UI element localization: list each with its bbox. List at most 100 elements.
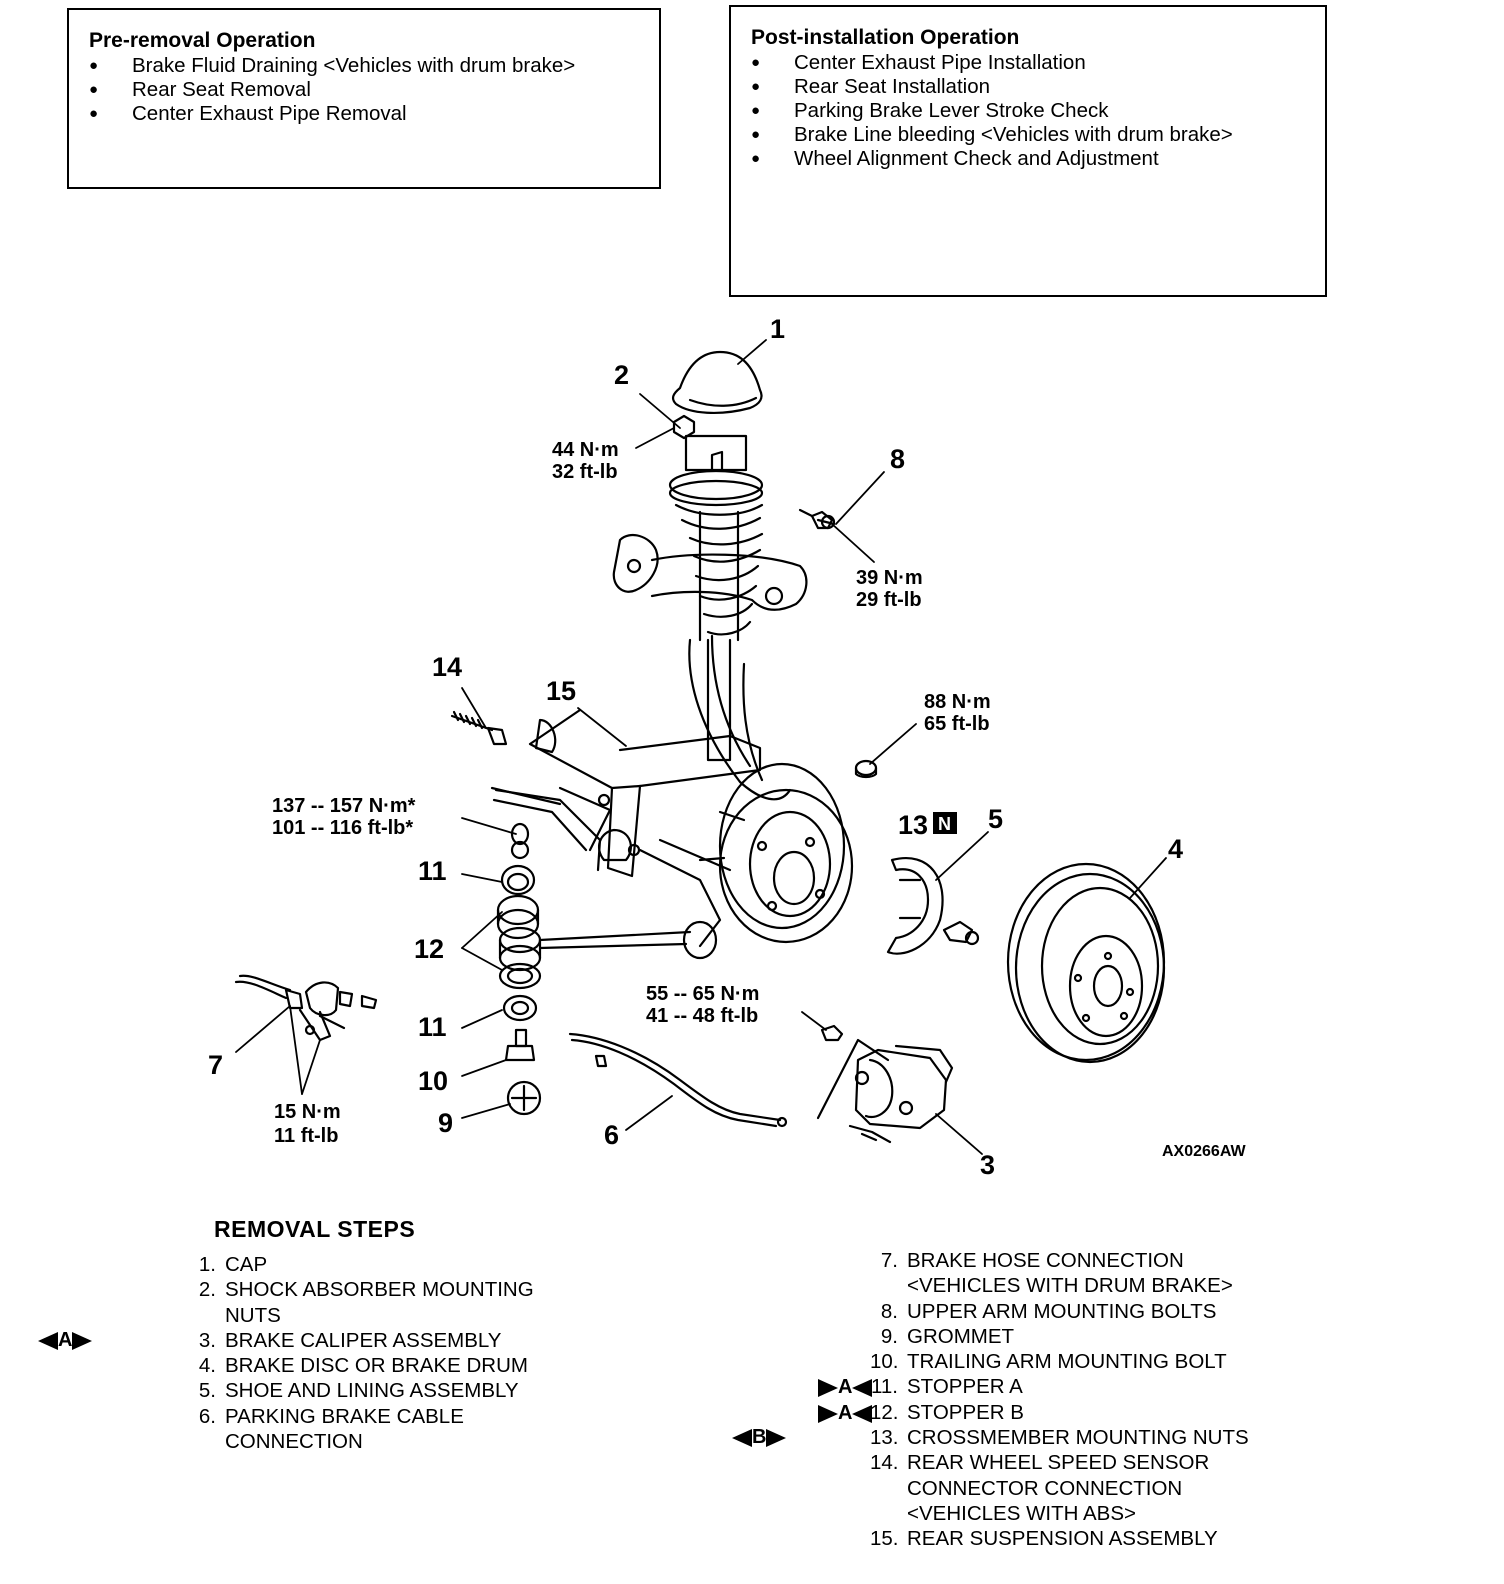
left-arrow-icon <box>732 1428 752 1447</box>
service-marker-letter: A <box>838 1376 853 1398</box>
post-installation-item: Brake Line bleeding <Vehicles with drum … <box>751 123 1325 147</box>
torque-3-ftlb: 41 -- 48 ft-lb <box>646 1005 758 1027</box>
removal-step: 15. REAR SUSPENSION ASSEMBLY <box>870 1526 1249 1551</box>
post-installation-item: Center Exhaust Pipe Installation <box>751 51 1325 75</box>
callout-6: 6 <box>604 1120 619 1150</box>
shock-absorber-spring-part <box>668 434 764 762</box>
torque-2-nm: 44 N·m <box>552 439 619 461</box>
removal-step-text: BRAKE CALIPER ASSEMBLY <box>225 1328 502 1352</box>
upper-arm-bolt-part <box>816 514 836 530</box>
service-marker-letter: B <box>752 1426 767 1448</box>
callout-1: 1 <box>770 314 785 344</box>
removal-step: 2.SHOCK ABSORBER MOUNTING <box>188 1277 534 1302</box>
torque-10-ftlb: 101 -- 116 ft-lb* <box>272 817 413 839</box>
removal-step-text: STOPPER A <box>907 1375 1023 1399</box>
removal-step-text: CONNECTOR CONNECTION <box>907 1476 1183 1500</box>
callout-5: 5 <box>988 804 1003 834</box>
right-arrow-icon <box>766 1428 787 1447</box>
removal-steps-heading: REMOVAL STEPS <box>214 1216 416 1242</box>
brake-caliper-part <box>816 1024 954 1144</box>
removal-step: 8. UPPER ARM MOUNTING BOLTS <box>870 1299 1249 1324</box>
removal-step-continuation: CONNECTION <box>188 1429 534 1454</box>
removal-step: 11.STOPPER A <box>870 1374 1249 1399</box>
wheel-speed-sensor-connector-part <box>450 710 508 746</box>
grommet-part <box>506 1080 542 1116</box>
torque-7-nm: 15 N·m <box>274 1101 341 1123</box>
post-installation-list: Center Exhaust Pipe Installation Rear Se… <box>751 51 1325 171</box>
service-marker-letter: A <box>838 1402 853 1424</box>
removal-step-number: 9. <box>880 1324 898 1348</box>
pre-removal-item: Rear Seat Removal <box>89 78 659 102</box>
removal-step-number: 13. <box>870 1426 899 1450</box>
service-marker-a-step3: A <box>38 1329 93 1352</box>
removal-step: 9. GROMMET <box>870 1324 1249 1349</box>
removal-step: 7. BRAKE HOSE CONNECTION <box>870 1248 1249 1273</box>
pre-removal-box: Pre-removal Operation Brake Fluid Draini… <box>67 8 661 189</box>
removal-step-number: 14. <box>870 1451 899 1475</box>
callout-15: 15 <box>546 676 576 706</box>
post-installation-item: Wheel Alignment Check and Adjustment <box>751 147 1325 171</box>
removal-step-continuation: <VEHICLES WITH ABS> <box>870 1501 1249 1526</box>
new-part-badge: N <box>933 812 957 834</box>
torque-2-ftlb: 32 ft-lb <box>552 461 618 483</box>
callout-11-lower: 11 <box>418 1012 447 1042</box>
removal-step-text: GROMMET <box>907 1324 1015 1348</box>
post-installation-item: Rear Seat Installation <box>751 75 1325 99</box>
brake-hose-part <box>234 974 378 1042</box>
removal-step: 6.PARKING BRAKE CABLE <box>188 1404 534 1429</box>
shoe-and-lining-part <box>886 857 980 955</box>
removal-step: 10. TRAILING ARM MOUNTING BOLT <box>870 1349 1249 1374</box>
removal-step: 1.CAP <box>188 1252 534 1277</box>
cap-part <box>671 350 763 415</box>
torque-13-ftlb: 65 ft-lb <box>924 713 990 735</box>
removal-step-text: CROSSMEMBER MOUNTING NUTS <box>907 1426 1249 1450</box>
removal-step-number: 3. <box>198 1328 216 1352</box>
removal-step-text: BRAKE DISC OR BRAKE DRUM <box>225 1354 528 1378</box>
pre-removal-item: Brake Fluid Draining <Vehicles with drum… <box>89 54 659 78</box>
service-marker-a-step12: A <box>818 1402 873 1425</box>
post-installation-item: Parking Brake Lever Stroke Check <box>751 99 1325 123</box>
service-marker-letter: A <box>58 1329 73 1351</box>
removal-step-number: 5. <box>198 1379 216 1403</box>
removal-step: 13. CROSSMEMBER MOUNTING NUTS <box>870 1425 1249 1450</box>
pre-removal-title: Pre-removal Operation <box>89 29 316 52</box>
post-installation-title: Post-installation Operation <box>751 26 1020 49</box>
leader-lines <box>235 339 1167 1155</box>
right-arrow-icon <box>818 1378 838 1397</box>
knuckle-trailing-arm-part <box>492 634 792 960</box>
removal-step-text: BRAKE HOSE CONNECTION <box>907 1249 1184 1272</box>
callout-7: 7 <box>208 1050 223 1080</box>
removal-step-text: <VEHICLES WITH DRUM BRAKE> <box>907 1274 1233 1298</box>
removal-step-continuation: NUTS <box>188 1303 534 1328</box>
removal-step: 12.STOPPER B <box>870 1400 1249 1425</box>
removal-step-number: 15. <box>870 1527 899 1551</box>
upper-arm-part <box>612 508 834 611</box>
torque-8-ftlb: 29 ft-lb <box>856 589 922 611</box>
removal-step-text: REAR WHEEL SPEED SENSOR <box>907 1451 1210 1475</box>
removal-step-text: REAR SUSPENSION ASSEMBLY <box>907 1527 1218 1551</box>
pre-removal-list: Brake Fluid Draining <Vehicles with drum… <box>89 54 659 126</box>
removal-step-number: 12. <box>870 1400 899 1424</box>
removal-step: 14. REAR WHEEL SPEED SENSOR <box>870 1450 1249 1475</box>
removal-step-text: UPPER ARM MOUNTING BOLTS <box>907 1299 1217 1323</box>
callout-14: 14 <box>432 652 462 682</box>
removal-steps-right-list: 7. BRAKE HOSE CONNECTION<VEHICLES WITH DR… <box>870 1248 1249 1552</box>
callout-4: 4 <box>1168 834 1183 864</box>
removal-step-number: 8. <box>880 1299 898 1323</box>
removal-step-number: 1. <box>198 1253 216 1276</box>
removal-step-text: SHOE AND LINING ASSEMBLY <box>225 1379 519 1403</box>
left-arrow-icon <box>852 1404 873 1423</box>
removal-step-text: TRAILING ARM MOUNTING BOLT <box>907 1350 1227 1374</box>
removal-step: 5. SHOE AND LINING ASSEMBLY <box>188 1378 534 1403</box>
removal-step-text: SHOCK ABSORBER MOUNTING <box>225 1278 534 1302</box>
callout-3: 3 <box>980 1150 995 1180</box>
callout-10: 10 <box>418 1066 448 1096</box>
removal-step-number: 10. <box>870 1350 899 1374</box>
crossmember-nut-part <box>854 759 878 779</box>
removal-step: 4.BRAKE DISC OR BRAKE DRUM <box>188 1353 534 1378</box>
removal-step-number: 7. <box>880 1249 898 1272</box>
torque-10-nm: 137 -- 157 N·m* <box>272 795 416 817</box>
post-installation-box: Post-installation Operation Center Exhau… <box>729 5 1327 297</box>
